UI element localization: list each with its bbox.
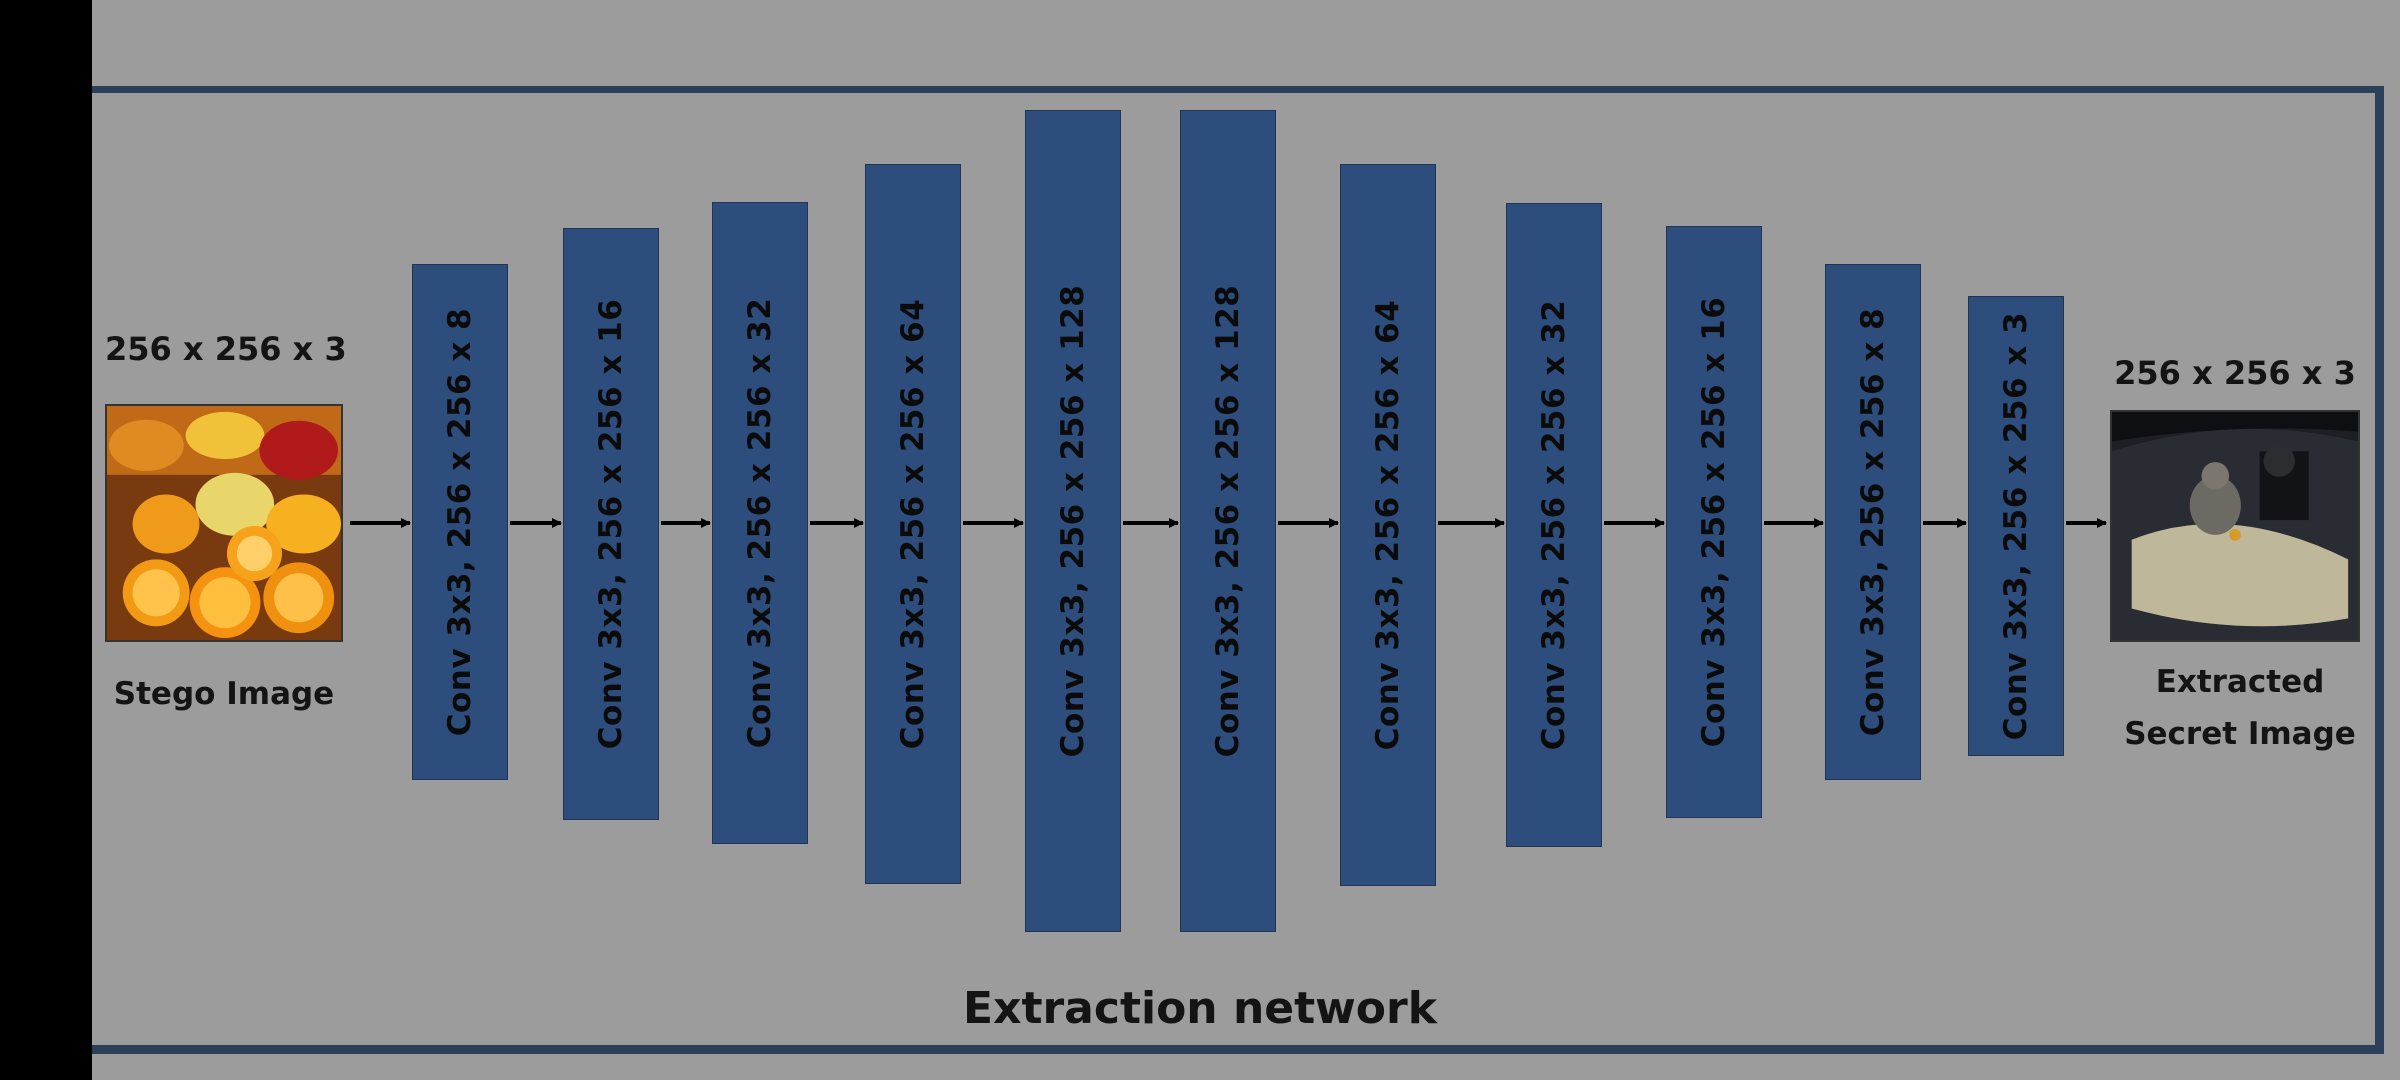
conv-block-label: Conv 3x3, 256 x 256 x 3	[1998, 311, 2034, 741]
stego-image	[105, 404, 343, 642]
conv-block-label: Conv 3x3, 256 x 256 x 128	[1055, 284, 1091, 758]
output-caption-line2: Secret Image	[2124, 716, 2356, 752]
conv-block-5: Conv 3x3, 256 x 256 x 128	[1025, 110, 1121, 932]
conv-block-1: Conv 3x3, 256 x 256 x 8	[412, 264, 508, 780]
conv-block-label: Conv 3x3, 256 x 256 x 64	[895, 298, 931, 750]
conv-block-label: Conv 3x3, 256 x 256 x 16	[593, 298, 629, 750]
input-caption: Stego Image	[113, 676, 335, 712]
network-title: Extraction network	[963, 983, 1437, 1034]
conv-block-label: Conv 3x3, 256 x 256 x 8	[1855, 307, 1891, 737]
conv-block-label: Conv 3x3, 256 x 256 x 32	[1536, 299, 1572, 751]
conv-block-label: Conv 3x3, 256 x 256 x 8	[442, 307, 478, 737]
extracted-secret-image	[2110, 410, 2360, 642]
conv-block-10: Conv 3x3, 256 x 256 x 8	[1825, 264, 1921, 780]
conv-block-7: Conv 3x3, 256 x 256 x 64	[1340, 164, 1436, 886]
conv-block-label: Conv 3x3, 256 x 256 x 64	[1370, 299, 1406, 751]
output-dimension-label: 256 x 256 x 3	[2114, 354, 2356, 392]
conv-block-label: Conv 3x3, 256 x 256 x 16	[1696, 296, 1732, 748]
output-caption: Extracted Secret Image	[2105, 656, 2375, 760]
diagram-frame	[92, 86, 2384, 1054]
conv-block-3: Conv 3x3, 256 x 256 x 32	[712, 202, 808, 844]
conv-block-4: Conv 3x3, 256 x 256 x 64	[865, 164, 961, 884]
output-caption-line1: Extracted	[2155, 664, 2325, 700]
conv-block-11: Conv 3x3, 256 x 256 x 3	[1968, 296, 2064, 756]
conv-block-label: Conv 3x3, 256 x 256 x 128	[1210, 284, 1246, 758]
left-black-bar	[0, 0, 92, 1080]
conv-block-9: Conv 3x3, 256 x 256 x 16	[1666, 226, 1762, 818]
conv-block-label: Conv 3x3, 256 x 256 x 32	[742, 297, 778, 749]
input-dimension-label: 256 x 256 x 3	[105, 330, 347, 368]
conv-block-8: Conv 3x3, 256 x 256 x 32	[1506, 203, 1602, 847]
conv-block-2: Conv 3x3, 256 x 256 x 16	[563, 228, 659, 820]
conv-block-6: Conv 3x3, 256 x 256 x 128	[1180, 110, 1276, 932]
